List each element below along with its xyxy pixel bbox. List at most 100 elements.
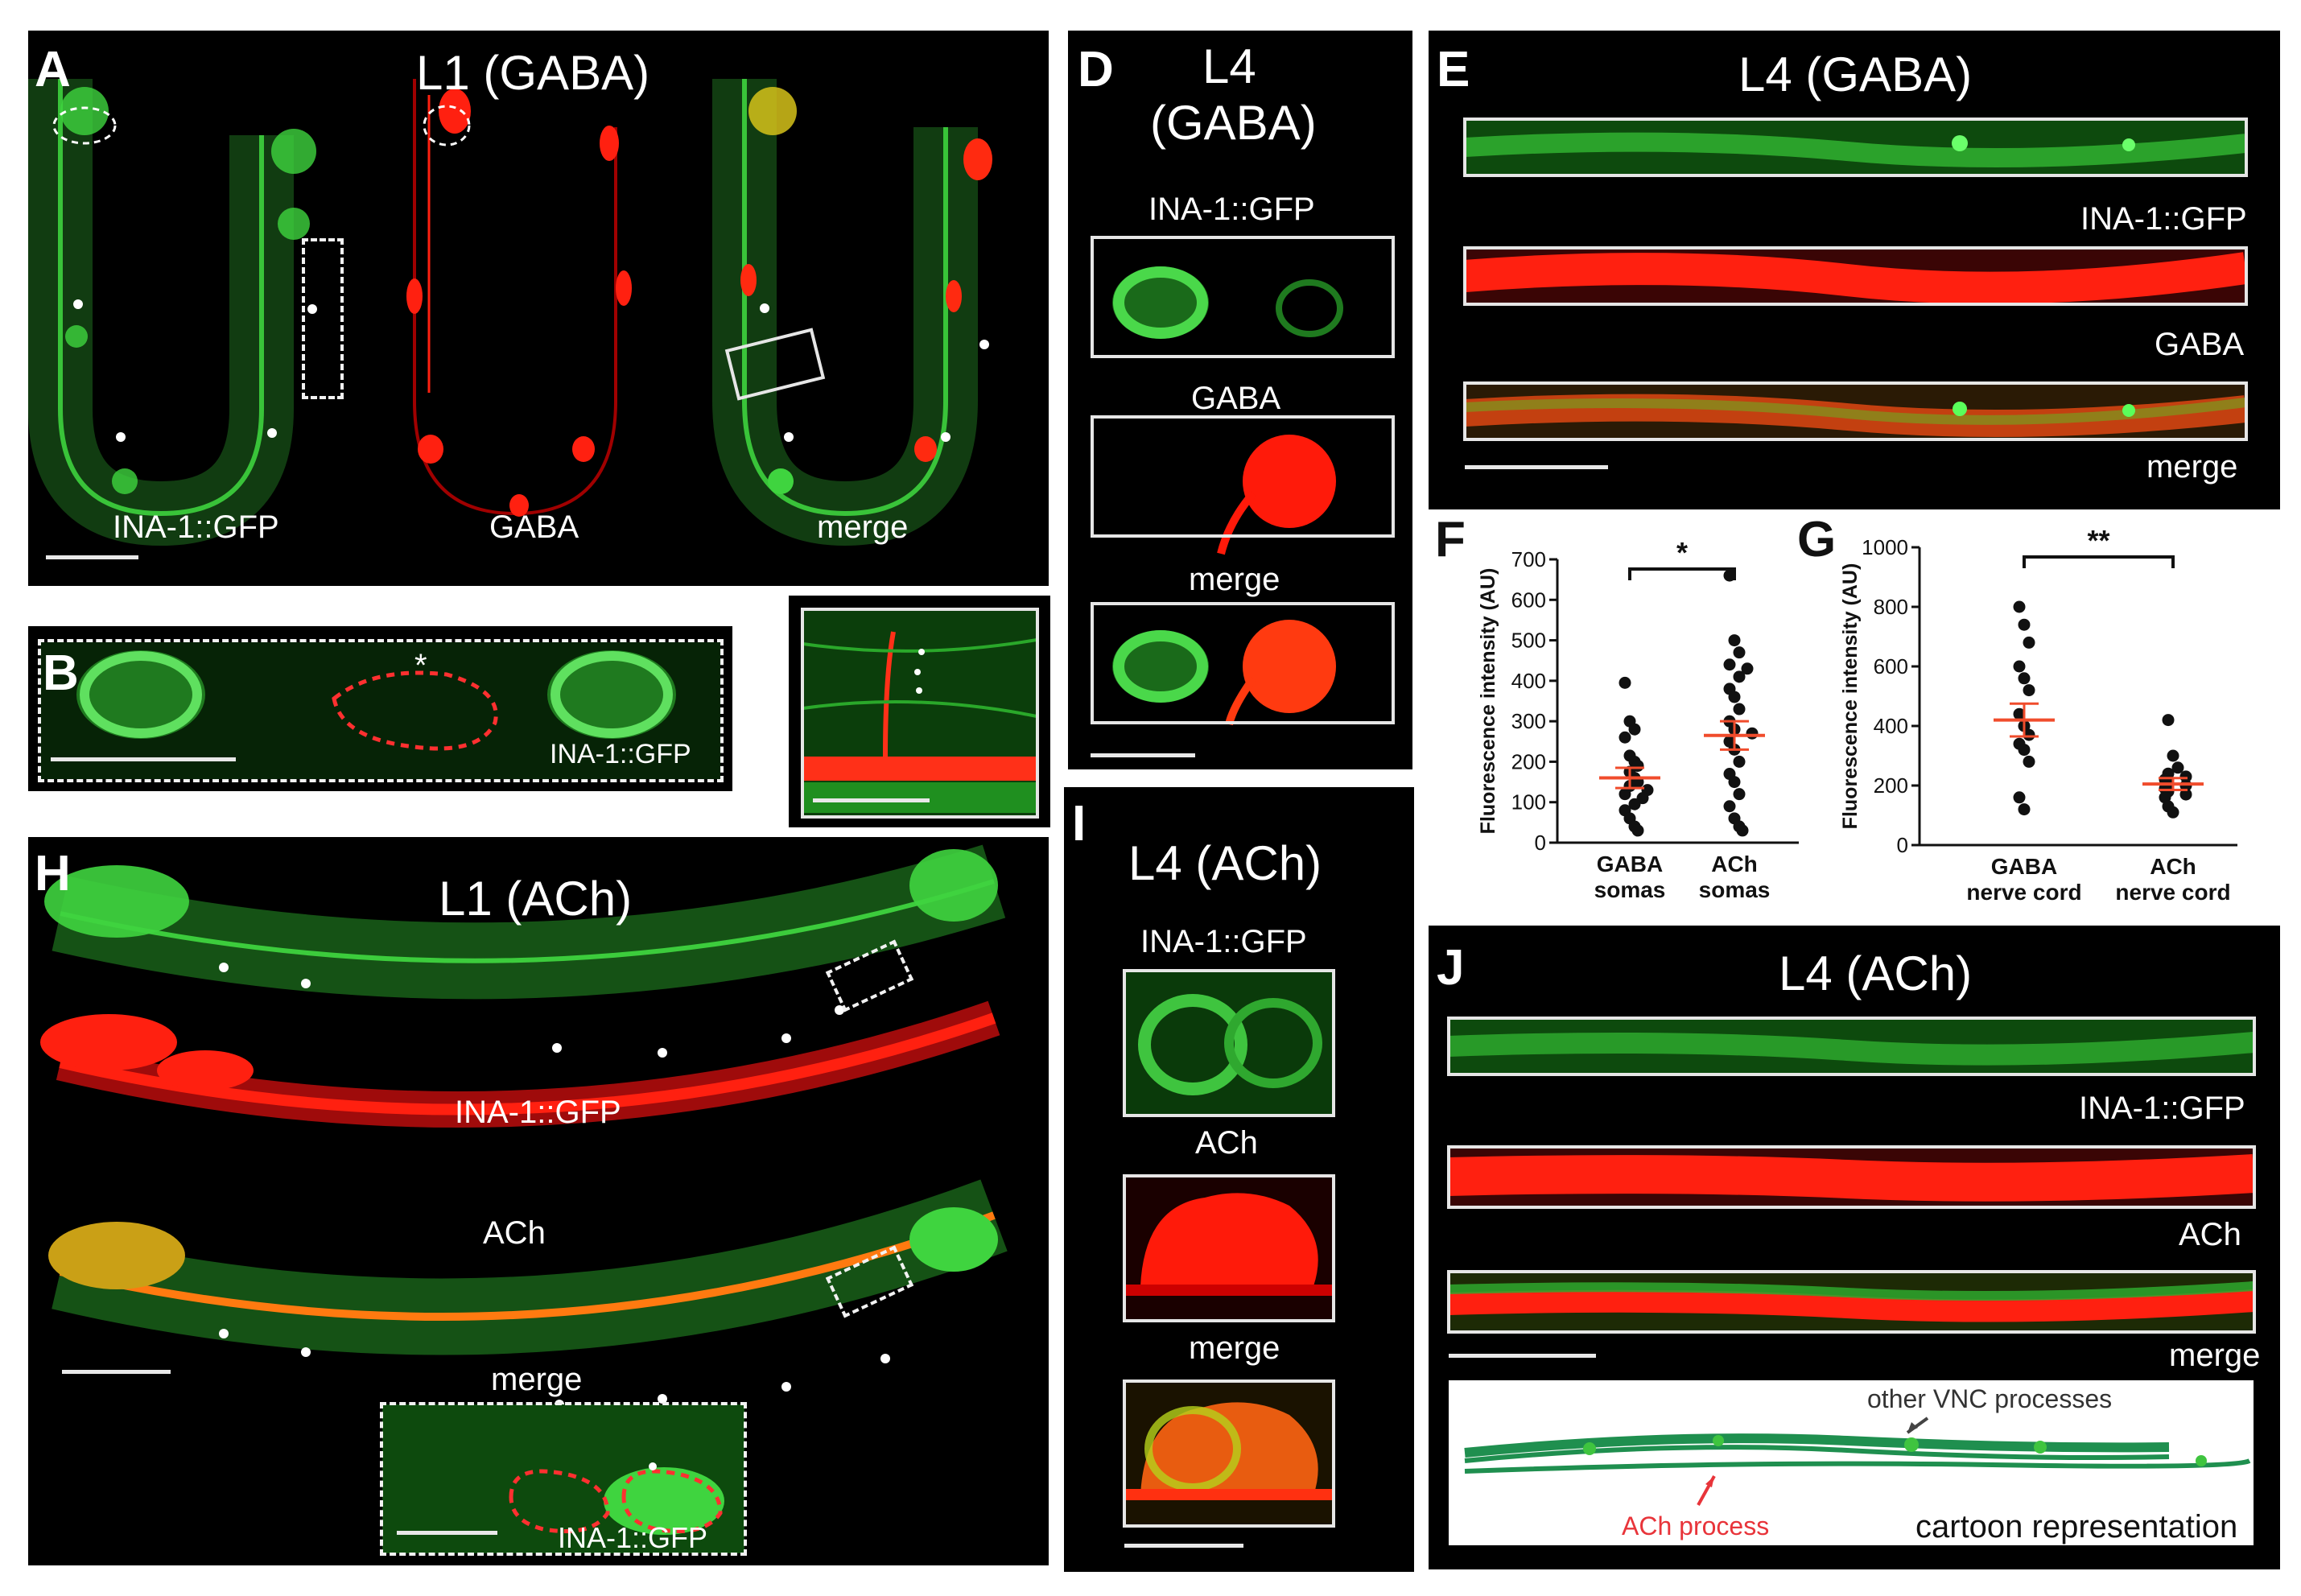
data-point: [1723, 569, 1736, 582]
y-tick-label: 500: [1511, 629, 1546, 653]
y-tick-label: 600: [1511, 588, 1546, 612]
panel-label: H: [35, 846, 71, 901]
scale-bar: [51, 757, 236, 761]
data-point: [1619, 676, 1631, 689]
frame-gaba: [1091, 415, 1395, 538]
channel-label-gfp: INA-1::GFP: [1140, 924, 1307, 959]
panel-j-image: [1448, 1018, 2255, 1545]
data-point: [1723, 658, 1736, 671]
cartoon-label-other-processes: other VNC processes: [1867, 1384, 2113, 1413]
panel-d: D L4 (GABA) INA-1::GFP GABA merge: [1068, 31, 1412, 769]
y-axis-label: Fluorescence intensity (AU): [1477, 568, 1499, 835]
scale-bar: [1091, 753, 1195, 757]
channel-label-merge: merge: [817, 509, 909, 545]
panel-title-line1: L4: [1202, 39, 1256, 93]
data-point: [2167, 806, 2179, 819]
panel-title: L4 (ACh): [1128, 836, 1322, 890]
data-point: [1733, 670, 1746, 683]
panel-i: I L4 (ACh) INA-1::GFP ACh merge: [1064, 787, 1414, 1572]
data-point: [2013, 660, 2026, 673]
frame-merge: [1123, 1379, 1335, 1528]
data-point: [1728, 776, 1741, 789]
y-tick-label: 700: [1511, 547, 1546, 571]
asterisk-markers: [73, 299, 989, 442]
data-point: [2167, 749, 2179, 762]
y-tick-label: 800: [1874, 595, 1908, 619]
data-point: [2171, 761, 2184, 774]
inset-frame-h: [380, 1402, 747, 1556]
panel-e: E L4 (GABA) INA-1::GFP GABA merge: [1429, 31, 2280, 509]
panel-label: F: [1435, 512, 1466, 567]
panel-title-line2: (GABA): [1150, 96, 1317, 150]
panel-a-image: [28, 79, 992, 546]
channel-label-gfp: INA-1::GFP: [550, 739, 691, 769]
data-point: [2179, 788, 2192, 801]
frame-gfp: [1463, 118, 2248, 177]
channel-label-gfp: INA-1::GFP: [2079, 1091, 2245, 1126]
category-label: somas: [1594, 877, 1666, 902]
channel-label-gaba: GABA: [1191, 381, 1281, 416]
panel-label: J: [1437, 940, 1465, 996]
asterisk-markers: [219, 963, 890, 1409]
category-label: ACh: [1711, 852, 1758, 876]
frame-ach: [1447, 1145, 2256, 1209]
channel-label-ach: ACh: [1195, 1125, 1258, 1161]
panel-title: L4 (ACh): [1779, 946, 1973, 1000]
panel-title: L1 (ACh): [439, 872, 633, 926]
scale-bar: [1465, 465, 1608, 469]
data-point: [2023, 636, 2035, 649]
significance-marker: **: [2087, 524, 2109, 557]
frame-gfp: [1091, 236, 1395, 358]
y-tick-label: 600: [1874, 654, 1908, 678]
significance-bracket: [1628, 567, 1736, 580]
panel-e-image: [1463, 119, 2248, 438]
channel-label-gfp: INA-1::GFP: [1148, 192, 1315, 227]
panel-c: C: [789, 596, 1050, 827]
data-point: [1733, 703, 1746, 716]
inset-box-a: [302, 238, 344, 399]
data-point: [1733, 788, 1746, 801]
significance-bracket: [2023, 555, 2175, 568]
y-tick-label: 200: [1511, 749, 1546, 773]
data-point: [1628, 798, 1641, 810]
category-label: GABA: [1991, 854, 2057, 879]
frame-gfp: [1123, 969, 1335, 1117]
channel-label-ach: ACh: [483, 1215, 546, 1251]
panel-label: D: [1078, 42, 1114, 97]
channel-label-merge: merge: [2169, 1338, 2261, 1373]
scale-bar: [1449, 1354, 1596, 1358]
panel-b-image: *: [40, 642, 720, 779]
data-point: [1741, 662, 1754, 675]
category-label: nerve cord: [2115, 880, 2230, 905]
inset-frame-b: [38, 639, 724, 782]
data-point: [1723, 800, 1736, 813]
panel-title: L1 (GABA): [416, 46, 650, 100]
frame-merge: [1463, 381, 2248, 441]
scale-bar: [813, 798, 930, 802]
panel-label: B: [43, 645, 79, 701]
frame-ach: [1123, 1174, 1335, 1322]
panel-h: H L1 (ACh) INA-1::GFP ACh merge INA-1::G…: [28, 837, 1049, 1565]
data-point: [2018, 672, 2031, 685]
data-point: [1619, 788, 1631, 801]
channel-label-merge: merge: [1189, 1330, 1280, 1366]
y-tick-label: 200: [1874, 773, 1908, 798]
channel-label-merge: merge: [1189, 562, 1280, 597]
data-point: [1736, 824, 1749, 837]
scale-bar: [1124, 1544, 1243, 1548]
channel-label-merge: merge: [2146, 449, 2238, 485]
y-tick-label: 0: [1897, 833, 1908, 857]
inset-label: INA-1::GFP: [558, 1521, 708, 1554]
y-tick-label: 300: [1511, 709, 1546, 733]
panel-j: J L4 (ACh) INA-1::GFP ACh merge other VN…: [1429, 926, 2280, 1569]
scale-bar: [62, 1370, 171, 1374]
frame-merge: [1447, 1270, 2256, 1334]
y-tick-label: 400: [1874, 714, 1908, 738]
y-tick-label: 0: [1535, 831, 1546, 855]
data-point: [2023, 728, 2035, 741]
category-label: somas: [1699, 877, 1771, 902]
panel-label: G: [1797, 512, 1837, 567]
